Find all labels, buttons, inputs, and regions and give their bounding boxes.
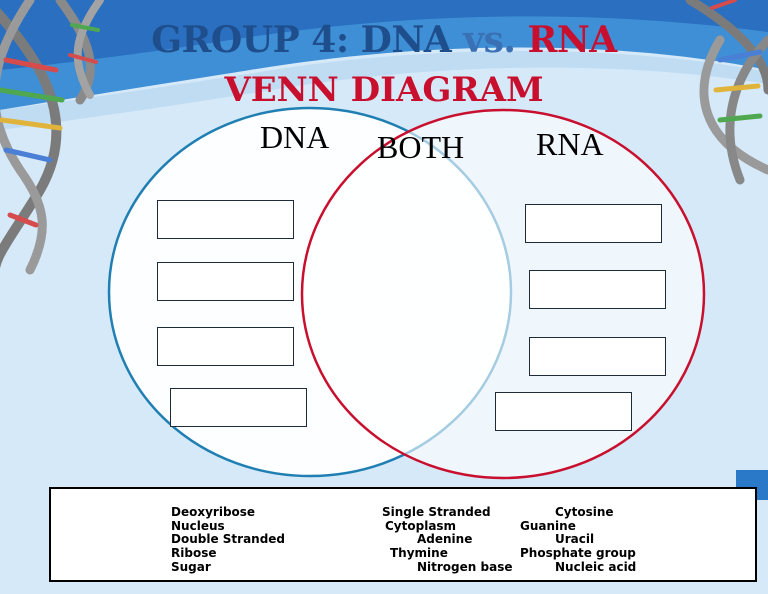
dna-helix-right-icon — [685, 0, 768, 185]
both-label: BOTH — [377, 129, 465, 165]
dna-answer-box-1[interactable] — [157, 200, 294, 239]
dna-answer-box-4[interactable] — [170, 388, 307, 427]
title-group-dna: GROUP 4: DNA — [151, 19, 464, 61]
rna-answer-box-3[interactable] — [529, 337, 666, 376]
rna-circle — [300, 108, 706, 480]
word-cytoplasm[interactable]: Cytoplasm — [385, 519, 457, 533]
word-adenine[interactable]: Adenine — [417, 532, 473, 546]
word-cytosine[interactable]: Cytosine — [555, 505, 614, 519]
word-sugar[interactable]: Sugar — [171, 560, 211, 574]
dna-label: DNA — [260, 119, 330, 155]
rna-answer-box-4[interactable] — [495, 392, 632, 431]
word-phosphate-group[interactable]: Phosphate group — [520, 546, 636, 560]
word-double-stranded[interactable]: Double Stranded — [171, 532, 286, 546]
word-bank: Deoxyribose Nucleus Double Stranded Ribo… — [49, 487, 757, 582]
word-nitrogen-base[interactable]: Nitrogen base — [417, 560, 513, 574]
word-nucleus[interactable]: Nucleus — [171, 519, 225, 533]
title-line-1: GROUP 4: DNA vs. RNA — [0, 20, 768, 60]
word-uracil[interactable]: Uracil — [555, 532, 595, 546]
title-venn-diagram: VENN DIAGRAM — [224, 70, 544, 110]
word-guanine[interactable]: Guanine — [520, 519, 576, 533]
title-rna: RNA — [515, 19, 617, 61]
rna-label: RNA — [536, 126, 604, 162]
word-ribose[interactable]: Ribose — [171, 546, 217, 560]
dna-answer-box-3[interactable] — [157, 327, 294, 366]
word-thymine[interactable]: Thymine — [390, 546, 448, 560]
dna-helix-left-icon — [0, 0, 104, 280]
title-vs: vs. — [463, 19, 516, 61]
word-deoxyribose[interactable]: Deoxyribose — [171, 505, 256, 519]
rna-answer-box-2[interactable] — [529, 270, 666, 309]
dna-answer-box-2[interactable] — [157, 262, 294, 301]
rna-answer-box-1[interactable] — [525, 204, 662, 243]
word-nucleic-acid[interactable]: Nucleic acid — [555, 560, 637, 574]
word-single-stranded[interactable]: Single Stranded — [382, 505, 491, 519]
